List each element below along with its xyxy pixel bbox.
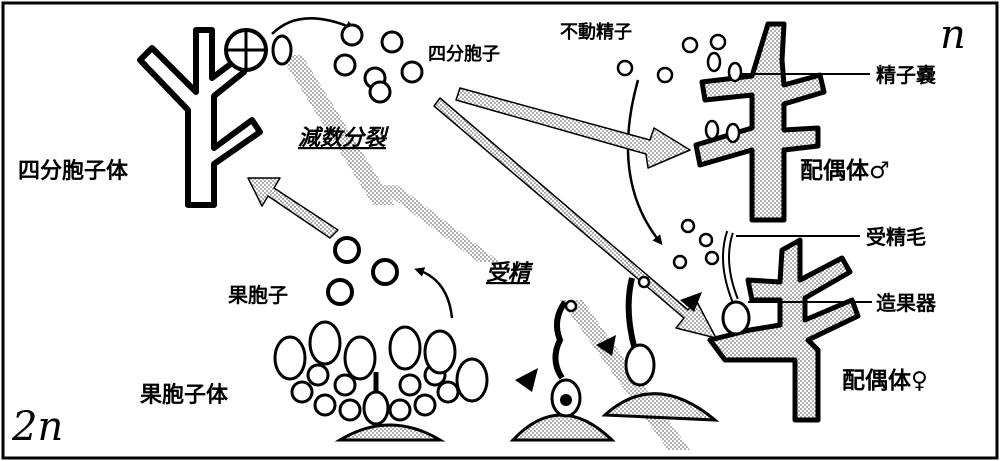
tetraspores bbox=[333, 23, 424, 104]
fertilization-stage-2 bbox=[601, 275, 720, 422]
label-female-gametophyte: 配偶体♀ bbox=[842, 368, 928, 394]
sequence-arrowheads bbox=[515, 292, 702, 392]
attached-spermatia bbox=[672, 218, 720, 270]
tetraspore-to-male-arrow bbox=[455, 87, 691, 169]
tetraspore-release-arrow bbox=[271, 17, 356, 35]
tetrasporophyte-thallus bbox=[137, 27, 293, 208]
label-spermatia: 不動精子 bbox=[560, 21, 632, 43]
label-spermatangium: 精子嚢 bbox=[876, 63, 937, 87]
spermatangia bbox=[704, 51, 743, 144]
label-carpospores: 果胞子 bbox=[228, 283, 288, 307]
label-carposporophyte: 果胞子体 bbox=[140, 382, 229, 408]
label-tetraspores: 四分胞子 bbox=[428, 43, 500, 65]
diploid-label: 2n bbox=[11, 404, 63, 450]
label-male-gametophyte: 配偶体♂ bbox=[800, 158, 890, 184]
label-carpogonium: 造果器 bbox=[876, 291, 937, 315]
label-tetrasporophyte: 四分胞子体 bbox=[18, 158, 129, 184]
label-meiosis: 減数分裂 bbox=[298, 126, 390, 151]
haploid-label: n bbox=[940, 12, 966, 58]
spermatia bbox=[616, 33, 727, 84]
label-fertilization: 受精 bbox=[486, 260, 534, 286]
carpogonial-branch bbox=[721, 230, 751, 336]
carpospores bbox=[326, 236, 399, 306]
carpospore-release-arrow bbox=[414, 267, 454, 319]
carposporophyte bbox=[273, 320, 489, 442]
carpospore-to-tetrasporophyte-arrow bbox=[247, 177, 339, 239]
spermatia-path-arrow bbox=[626, 79, 663, 246]
label-trichogyne: 受精毛 bbox=[866, 225, 926, 249]
fertilization-stage-1 bbox=[509, 299, 616, 442]
